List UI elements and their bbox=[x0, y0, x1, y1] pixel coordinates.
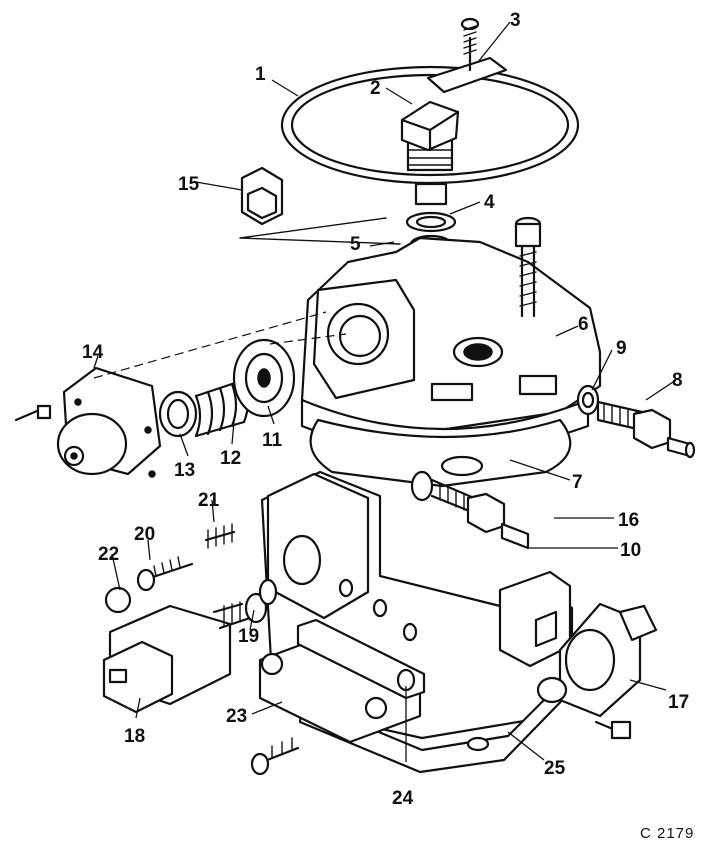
callout-22: 22 bbox=[98, 544, 119, 565]
retaining-clip-and-screw bbox=[426, 17, 508, 94]
cover-gasket bbox=[296, 618, 426, 700]
callout-9: 9 bbox=[616, 338, 627, 359]
inlet-fitting bbox=[576, 384, 696, 459]
long-bolt bbox=[514, 216, 542, 318]
callout-25: 25 bbox=[544, 758, 566, 779]
callout-8: 8 bbox=[672, 370, 683, 391]
callout-4: 4 bbox=[484, 192, 495, 213]
filler-cap bbox=[400, 100, 460, 172]
leader-lines bbox=[93, 21, 677, 762]
callout-19: 19 bbox=[238, 626, 259, 647]
callout-2: 2 bbox=[370, 78, 381, 99]
figure-code: C 2179 bbox=[640, 825, 694, 842]
callout-21: 21 bbox=[198, 490, 220, 511]
callout-11: 11 bbox=[262, 430, 283, 451]
callout-20: 20 bbox=[134, 524, 155, 545]
callout-3: 3 bbox=[510, 10, 521, 31]
callout-14: 14 bbox=[82, 342, 104, 363]
callout-17: 17 bbox=[668, 692, 689, 713]
callout-18: 18 bbox=[124, 726, 145, 747]
callout-1: 1 bbox=[255, 64, 266, 85]
screw-set bbox=[104, 523, 278, 624]
callout-13: 13 bbox=[174, 460, 195, 481]
callout-24: 24 bbox=[392, 788, 414, 809]
regulator-diaphragm bbox=[232, 338, 296, 418]
callout-10: 10 bbox=[620, 540, 641, 561]
callout-23: 23 bbox=[226, 706, 247, 727]
gasket-plate bbox=[309, 418, 572, 488]
callout-12: 12 bbox=[220, 448, 241, 469]
pressure-regulator-cover bbox=[14, 366, 162, 478]
throttle-position-sensor bbox=[536, 602, 658, 740]
outlet-fitting bbox=[410, 470, 530, 550]
regulator-spring bbox=[158, 378, 250, 438]
callout-15: 15 bbox=[178, 174, 200, 195]
callout-6: 6 bbox=[578, 314, 589, 335]
idle-control-motor bbox=[102, 601, 252, 714]
connector-plug bbox=[240, 166, 284, 226]
callout-7: 7 bbox=[572, 472, 583, 493]
callout-16: 16 bbox=[618, 510, 639, 531]
callout-5: 5 bbox=[350, 234, 361, 255]
